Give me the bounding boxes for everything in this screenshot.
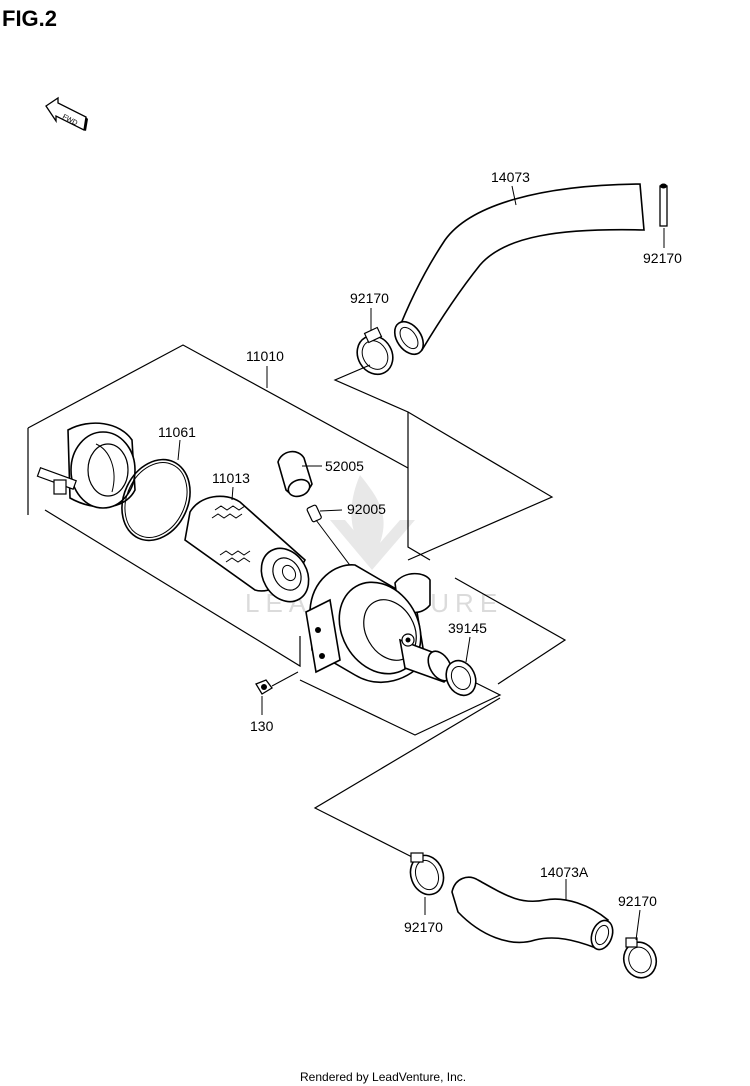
hose-14073 — [393, 183, 645, 356]
hose-clamp-lower-right — [622, 937, 658, 979]
bolt-130 — [255, 679, 273, 695]
pin-92170 — [659, 183, 668, 227]
hose-clamp-upper — [356, 326, 394, 376]
label-14073A: 14073A — [540, 864, 589, 880]
label-39145: 39145 — [448, 620, 487, 636]
cap-52005 — [277, 450, 313, 498]
air-cleaner-housing — [305, 564, 453, 683]
filter-element-11013 — [184, 495, 310, 603]
label-92170-top-right: 92170 — [643, 250, 682, 266]
leader-130-housing — [271, 671, 299, 687]
fwd-arrow-icon: FWD — [45, 96, 88, 131]
leader-39145 — [465, 636, 471, 663]
group-outline-upper-right — [407, 411, 554, 561]
render-credit: Rendered by LeadVenture, Inc. — [300, 1070, 466, 1084]
intake-cover — [36, 422, 136, 509]
hose-clamp-lower-left — [409, 852, 445, 896]
figure-title: FIG.2 — [2, 6, 57, 31]
label-52005: 52005 — [325, 458, 364, 474]
group-outline-lower — [313, 697, 501, 859]
assembly-frame-bottom-left — [44, 509, 301, 668]
leader-14073 — [511, 185, 517, 206]
assembly-frame-right — [454, 577, 567, 685]
label-11010: 11010 — [246, 348, 284, 364]
label-92005: 92005 — [347, 501, 386, 517]
label-92170-lower-left: 92170 — [404, 919, 443, 935]
fitting-92005 — [306, 504, 322, 523]
band-39145 — [445, 659, 477, 697]
o-ring-11061 — [121, 458, 191, 542]
label-92170-lower-right: 92170 — [618, 893, 657, 909]
label-92170-upper: 92170 — [350, 290, 389, 306]
assembly-frame-bottom-right — [299, 679, 502, 736]
hose-14073A — [451, 876, 614, 951]
label-11061: 11061 — [158, 424, 196, 440]
leader-92005 — [319, 509, 343, 512]
leader-11013 — [231, 486, 234, 501]
label-11013: 11013 — [212, 470, 250, 486]
leader-11061 — [177, 439, 181, 461]
label-14073: 14073 — [491, 169, 530, 185]
label-130: 130 — [250, 718, 274, 734]
leader-92170-lower-right — [635, 909, 641, 941]
assembly-frame-top — [27, 344, 409, 469]
